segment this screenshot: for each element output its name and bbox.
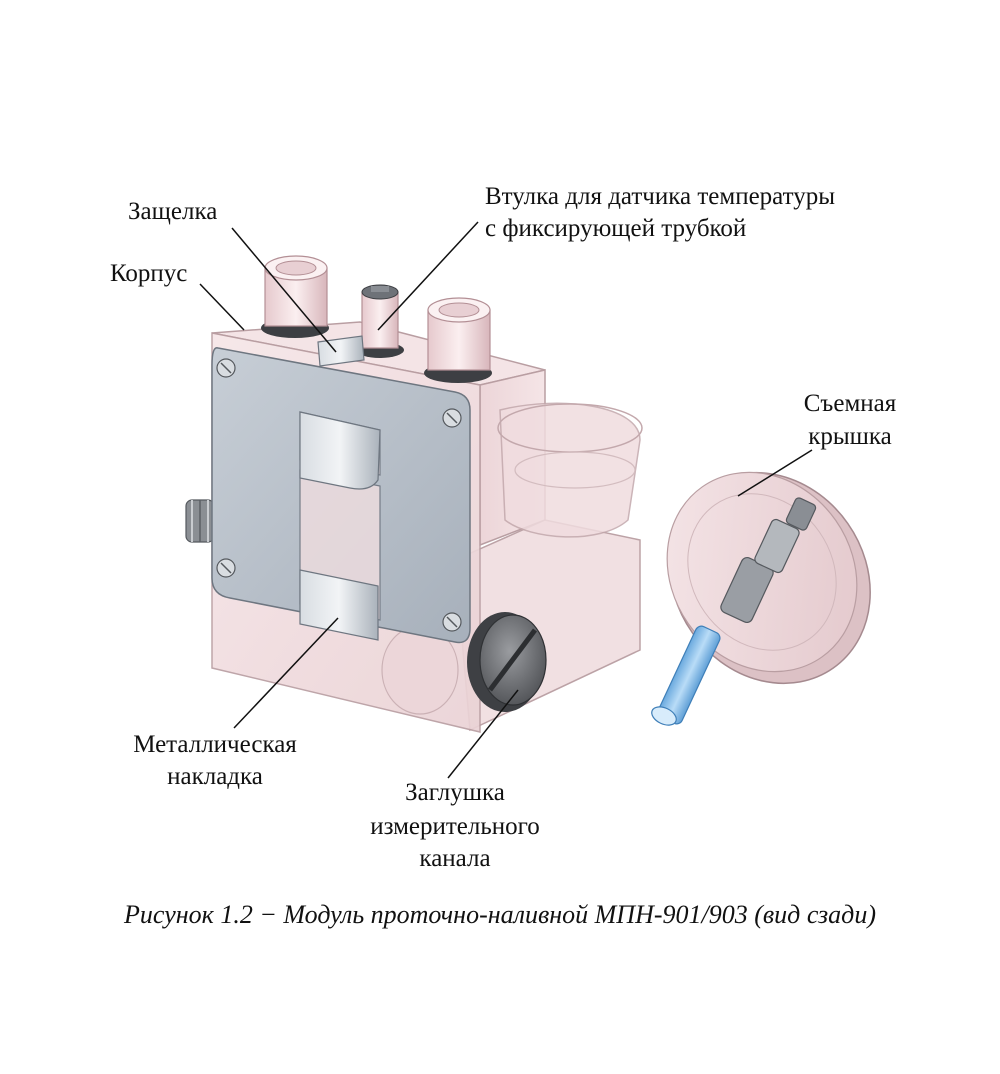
label-plate-line2: накладка <box>167 763 263 790</box>
plate-screw <box>442 408 462 428</box>
temperature-sensor-sleeve <box>356 284 404 358</box>
label-plate-line1: Металлическая <box>133 731 297 758</box>
measuring-channel-plug <box>467 612 547 712</box>
label-body: Корпус <box>110 260 188 287</box>
label-sleeve-line2: с фиксирующей трубкой <box>485 215 747 242</box>
label-sleeve-line1: Втулка для датчика температуры <box>485 183 836 210</box>
label-cover-line2: крышка <box>808 423 892 450</box>
left-connector <box>185 499 215 543</box>
removable-cover <box>651 471 871 726</box>
metal-plate <box>211 347 471 644</box>
plate-screw <box>442 612 462 632</box>
label-plug-line1: Заглушка <box>405 779 505 806</box>
right-cap-fitting <box>424 297 492 383</box>
leader-plug <box>447 689 519 779</box>
label-plug-line3: канала <box>419 845 491 872</box>
leader-plate <box>233 617 339 729</box>
blue-tube <box>651 625 721 726</box>
reservoir-bowl <box>499 402 641 538</box>
plate-screw <box>216 358 236 378</box>
cover-connector <box>720 497 817 624</box>
leader-lines <box>199 221 813 779</box>
label-latch: Защелка <box>128 198 218 225</box>
leader-sleeve <box>377 221 479 331</box>
plate-screw <box>216 558 236 578</box>
figure-caption: Рисунок 1.2 − Модуль проточно-наливной М… <box>124 900 876 929</box>
leader-cover <box>737 449 813 497</box>
label-cover-line1: Съемная <box>803 390 897 417</box>
left-cap-fitting <box>261 255 329 338</box>
reservoir-inner-ring <box>514 451 636 489</box>
leader-body <box>199 283 245 331</box>
leader-latch <box>231 227 337 353</box>
label-plug-line2: измерительного <box>370 813 540 840</box>
latch <box>317 335 365 367</box>
